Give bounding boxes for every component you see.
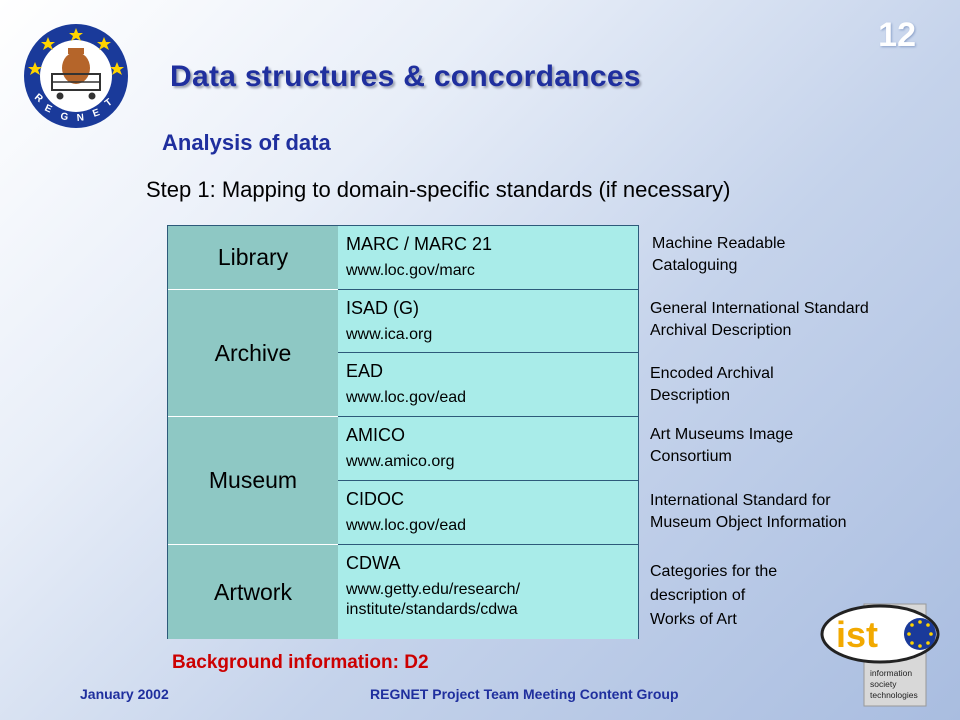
standard-description: Categories for the description of Works … bbox=[650, 560, 777, 632]
slide-number: 12 bbox=[878, 16, 916, 54]
svg-text:G: G bbox=[59, 111, 69, 123]
description-line: Consortium bbox=[650, 448, 732, 465]
description-line: International Standard for bbox=[650, 492, 831, 509]
standard-cell: EAD www.loc.gov/ead bbox=[338, 353, 638, 417]
background-information: Background information: D2 bbox=[172, 652, 429, 673]
svg-text:ist: ist bbox=[836, 614, 878, 655]
svg-text:information: information bbox=[870, 668, 912, 678]
standard-description: Art Museums Image Consortium bbox=[650, 424, 793, 468]
description-line: General International Standard bbox=[650, 300, 869, 317]
description-line: Art Museums Image bbox=[650, 426, 794, 443]
description-line: Cataloguing bbox=[652, 257, 738, 274]
standard-url: www.getty.edu/research/ bbox=[346, 581, 521, 598]
standard-url: www.loc.gov/marc bbox=[346, 262, 475, 279]
footer-text: REGNET Project Team Meeting Content Grou… bbox=[370, 686, 679, 702]
standard-url: www.ica.org bbox=[346, 326, 433, 343]
description-line: Museum Object Information bbox=[650, 514, 847, 531]
standard-url: www.loc.gov/ead bbox=[346, 517, 467, 534]
standard-description: International Standard for Museum Object… bbox=[650, 490, 847, 534]
standard-cell: CIDOC www.loc.gov/ead bbox=[338, 481, 638, 545]
description-line: Categories for the bbox=[650, 563, 778, 580]
standard-cell: MARC / MARC 21 www.loc.gov/marc bbox=[338, 226, 638, 290]
category-artwork: Artwork bbox=[168, 545, 338, 639]
svg-text:society: society bbox=[870, 679, 897, 689]
standard-description: Encoded Archival Description bbox=[650, 363, 774, 407]
svg-text:E: E bbox=[91, 107, 101, 120]
category-archive: Archive bbox=[168, 290, 338, 417]
category-library: Library bbox=[168, 226, 338, 290]
standard-name: AMICO bbox=[346, 425, 406, 445]
ist-logo: ist information society technologies bbox=[820, 603, 940, 707]
standard-url: www.loc.gov/ead bbox=[346, 389, 467, 406]
svg-text:N: N bbox=[76, 112, 84, 124]
description-line: Encoded Archival bbox=[650, 365, 774, 382]
standard-cell: AMICO www.amico.org bbox=[338, 417, 638, 481]
standard-url: www.amico.org bbox=[346, 453, 455, 470]
description-line: Archival Description bbox=[650, 322, 792, 339]
category-museum: Museum bbox=[168, 417, 338, 545]
standard-name: ISAD (G) bbox=[346, 298, 420, 318]
description-line: Machine Readable bbox=[652, 235, 786, 252]
slide-subtitle: Analysis of data bbox=[162, 130, 331, 155]
standard-name: CDWA bbox=[346, 553, 401, 573]
standard-description: Machine Readable Cataloguing bbox=[652, 233, 785, 277]
svg-text:technologies: technologies bbox=[870, 690, 918, 700]
description-line: Description bbox=[650, 387, 731, 404]
star-icon bbox=[28, 28, 124, 75]
standard-url-continued: institute/standards/cdwa bbox=[346, 601, 518, 618]
regnet-logo: R E G N E T bbox=[24, 24, 128, 128]
step-heading: Step 1: Mapping to domain-specific stand… bbox=[146, 177, 731, 202]
standard-name: MARC / MARC 21 bbox=[346, 234, 493, 254]
description-line: Works of Art bbox=[650, 611, 737, 628]
standard-cell: CDWA www.getty.edu/research/ institute/s… bbox=[338, 545, 638, 639]
standard-description: General International Standard Archival … bbox=[650, 298, 869, 342]
svg-text:T: T bbox=[103, 97, 115, 109]
standard-name: EAD bbox=[346, 361, 384, 381]
description-line: description of bbox=[650, 587, 746, 604]
standards-table: Library MARC / MARC 21 www.loc.gov/marc … bbox=[167, 225, 639, 639]
svg-text:E: E bbox=[43, 103, 54, 116]
standard-cell: ISAD (G) www.ica.org bbox=[338, 290, 638, 353]
footer-date: January 2002 bbox=[80, 686, 169, 702]
standard-name: CIDOC bbox=[346, 489, 404, 509]
slide-title: Data structures & concordances bbox=[170, 60, 641, 93]
